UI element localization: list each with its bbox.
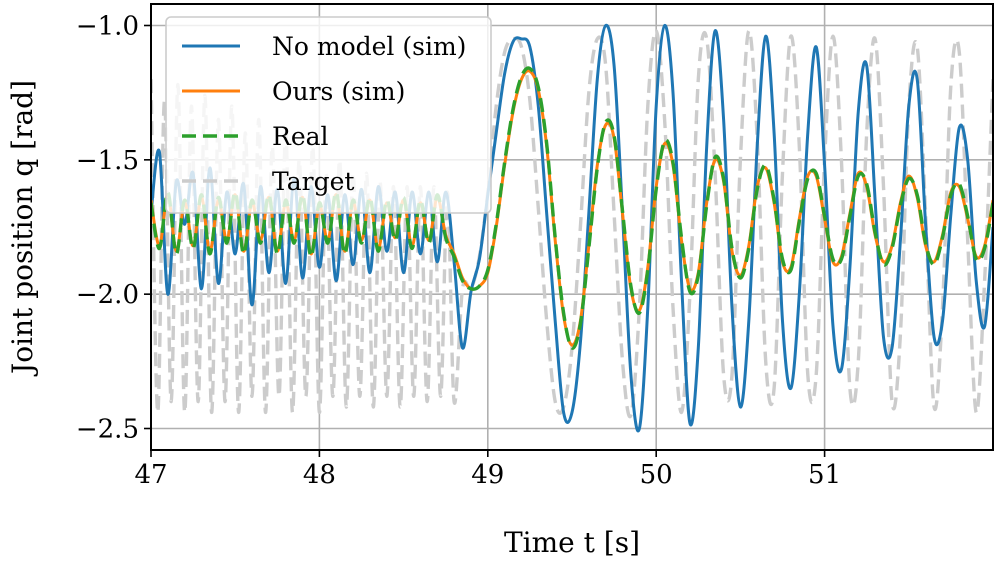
x-tick-label: 48	[303, 460, 336, 490]
x-axis-label: Time t [s]	[504, 526, 640, 559]
x-tick-label: 49	[471, 460, 504, 490]
legend-label: Real	[272, 122, 329, 151]
x-tick-label: 50	[640, 460, 673, 490]
legend-label: Ours (sim)	[272, 77, 405, 106]
series-line-2	[151, 66, 993, 350]
y-tick-label: −2.5	[76, 415, 139, 445]
legend-label: No model (sim)	[272, 32, 466, 61]
y-tick-label: −1.5	[76, 146, 139, 176]
x-tick-label: 51	[808, 460, 841, 490]
x-tick-label: 47	[134, 460, 167, 490]
y-axis-label: Joint position q [rad]	[6, 80, 39, 377]
y-tick-label: −2.0	[76, 280, 139, 310]
legend-label: Target	[272, 167, 354, 196]
legend-box	[165, 16, 492, 214]
plot-frame	[150, 3, 994, 451]
y-axis: −1.0 −1.5 −2.0 −2.5	[76, 11, 151, 445]
x-axis: 47 48 49 50 51	[134, 450, 841, 490]
y-tick-label: −1.0	[76, 11, 139, 41]
